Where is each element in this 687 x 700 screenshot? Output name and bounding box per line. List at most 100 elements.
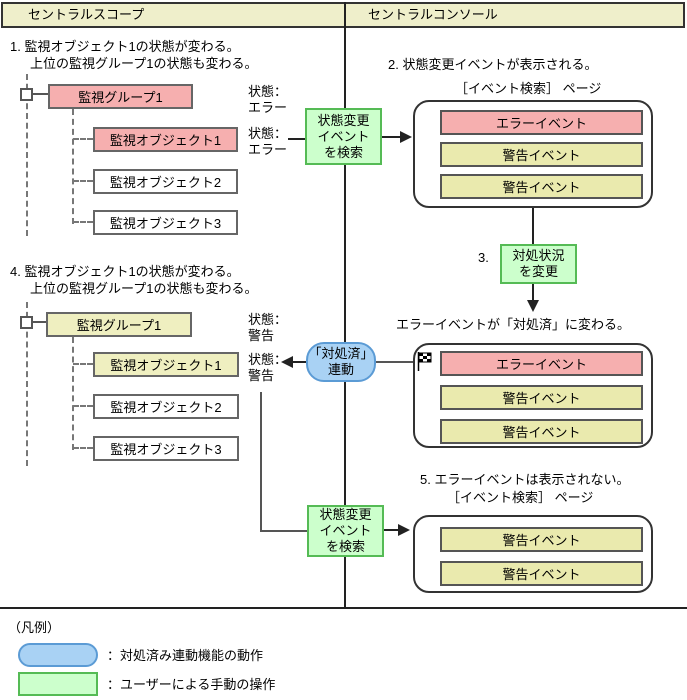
event-bar-label: エラーイベント	[495, 116, 587, 131]
tree2-object2-node: 監視オブジェクト2	[93, 394, 239, 419]
event-search-page-label-1: ［イベント検索］ ページ	[455, 81, 602, 96]
tree1-group-status: 状態： エラー	[248, 84, 287, 116]
right-arrowhead-icon	[400, 131, 412, 143]
tree2-object-status: 状態： 警告	[248, 352, 287, 384]
tree1-object3-node: 監視オブジェクト3	[93, 210, 238, 235]
status-to-searchbox-line	[288, 138, 305, 140]
tree2-object2-label: 監視オブジェクト2	[110, 400, 222, 415]
event-bar-label: 警告イベント	[502, 180, 581, 195]
tree1-root-dashed-line	[26, 74, 28, 236]
event-bar-label: 警告イベント	[502, 425, 581, 440]
tree2-object3-node: 監視オブジェクト3	[93, 436, 239, 461]
resolved-link-ellipse: 「対処済」 連動	[306, 342, 376, 382]
status-label: 状態：	[248, 84, 288, 99]
warning-event-bar: 警告イベント	[440, 385, 643, 410]
step2-text: 2. 状態変更イベントが表示される。	[388, 57, 598, 72]
diagram-bottom-border	[0, 607, 687, 609]
search-box-line1: 状態変更	[319, 507, 372, 522]
resolved-link-line1: 「対処済」	[308, 346, 374, 361]
tree1-trunk-dashed-line	[72, 109, 74, 224]
legend-ellipse-swatch	[18, 643, 98, 667]
legend-rect-swatch	[18, 672, 98, 696]
tree2-group-node: 監視グループ1	[46, 312, 192, 337]
warning-event-bar: 警告イベント	[440, 527, 643, 552]
tree1-object1-label: 監視オブジェクト1	[109, 133, 222, 148]
step4-text-line2: 上位の監視グループ1の状態も変わる。	[30, 281, 258, 296]
ellipse-left-arrow-line	[292, 361, 306, 363]
tree2-branch-dash-2	[73, 405, 93, 407]
page1-to-step3-line	[532, 208, 534, 244]
resolved-flag-icon	[417, 352, 432, 371]
tree2-to-searchbox-hline	[260, 530, 307, 532]
status-value: 警告	[248, 368, 275, 383]
warning-event-bar: 警告イベント	[440, 561, 643, 586]
tree1-root-connector	[33, 93, 48, 95]
tree2-group-status: 状態： 警告	[248, 312, 287, 344]
legend-item-manual: ：ユーザーによる手動の操作	[107, 677, 276, 692]
status-value: エラー	[248, 142, 288, 157]
tree2-branch-dash-1	[73, 363, 93, 365]
legend-item-auto: ：対処済み連動機能の動作	[107, 648, 264, 663]
tree2-root-connector	[33, 321, 46, 323]
error-event-bar: エラーイベント	[440, 351, 643, 376]
change-status-line1: 対処状況	[512, 248, 565, 263]
resolved-result-text: エラーイベントが「対処済」に変わる。	[396, 317, 631, 332]
tree2-to-searchbox-vline	[260, 392, 262, 532]
event-bar-label: エラーイベント	[495, 357, 587, 372]
error-event-bar: エラーイベント	[440, 110, 643, 135]
search-box-line3: を検索	[323, 144, 363, 160]
status-value: エラー	[248, 100, 288, 115]
searchbox-to-page-arrow-line	[382, 136, 401, 138]
event-bar-label: 警告イベント	[502, 391, 581, 406]
tree2-object3-label: 監視オブジェクト3	[110, 442, 222, 457]
ellipse-right-line	[376, 361, 413, 363]
step3-number: 3.	[478, 250, 489, 265]
tree1-object1-node: 監視オブジェクト1	[93, 127, 238, 152]
tree2-branch-dash-3	[73, 447, 93, 449]
tree2-group-label: 監視グループ1	[76, 318, 162, 333]
legend-title: （凡例）	[8, 620, 61, 635]
step3-down-arrow-line	[532, 284, 534, 302]
step1-text-line2: 上位の監視グループ1の状態も変わる。	[30, 56, 258, 71]
tree1-object3-label: 監視オブジェクト3	[109, 216, 222, 231]
event-bar-label: 警告イベント	[502, 533, 581, 548]
event-search-page-label-2: ［イベント検索］ ページ	[447, 490, 594, 505]
warning-event-bar: 警告イベント	[440, 174, 643, 199]
tree1-branch-dash-1	[73, 138, 93, 140]
tree2-object1-label: 監視オブジェクト1	[110, 358, 222, 373]
search-box-line3: を検索	[325, 539, 365, 554]
resolved-link-line2: 連動	[327, 362, 354, 377]
tree2-object1-node: 監視オブジェクト1	[93, 352, 239, 377]
left-arrowhead-icon	[281, 356, 293, 368]
tree1-object-status: 状態： エラー	[248, 126, 287, 158]
tree2-root-dashed-line	[26, 302, 28, 466]
tree1-branch-dash-2	[73, 180, 93, 182]
event-bar-label: 警告イベント	[502, 567, 581, 582]
tree2-root-square	[20, 316, 33, 329]
warning-event-bar: 警告イベント	[440, 419, 643, 444]
diagram-header	[1, 2, 685, 28]
tree2-trunk-dashed-line	[72, 337, 74, 450]
search-events-box-bottom: 状態変更 イベント を検索	[307, 505, 384, 557]
tree1-group-node: 監視グループ1	[48, 84, 193, 109]
search-box-line2: イベント	[317, 128, 370, 144]
step5-text: 5. エラーイベントは表示されない。	[420, 472, 630, 487]
status-value: 警告	[248, 328, 275, 343]
tree1-group-label: 監視グループ1	[78, 90, 163, 105]
status-label: 状態：	[248, 352, 288, 367]
down-arrowhead-icon	[527, 300, 539, 312]
tree1-branch-dash-3	[73, 221, 93, 223]
warning-event-bar: 警告イベント	[440, 142, 643, 167]
tree1-object2-label: 監視オブジェクト2	[109, 175, 222, 190]
status-label: 状態：	[248, 126, 288, 141]
search-box-line1: 状態変更	[317, 112, 370, 128]
right-arrowhead-icon	[398, 524, 410, 536]
header-left-title: セントラルスコープ	[28, 7, 145, 22]
tree1-root-square	[20, 88, 33, 101]
header-right-title: セントラルコンソール	[368, 7, 498, 22]
step4-text-line1: 4. 監視オブジェクト1の状態が変わる。	[10, 264, 240, 279]
change-status-box: 対処状況 を変更	[500, 244, 577, 284]
status-label: 状態：	[248, 312, 288, 327]
tree1-object2-node: 監視オブジェクト2	[93, 169, 238, 194]
